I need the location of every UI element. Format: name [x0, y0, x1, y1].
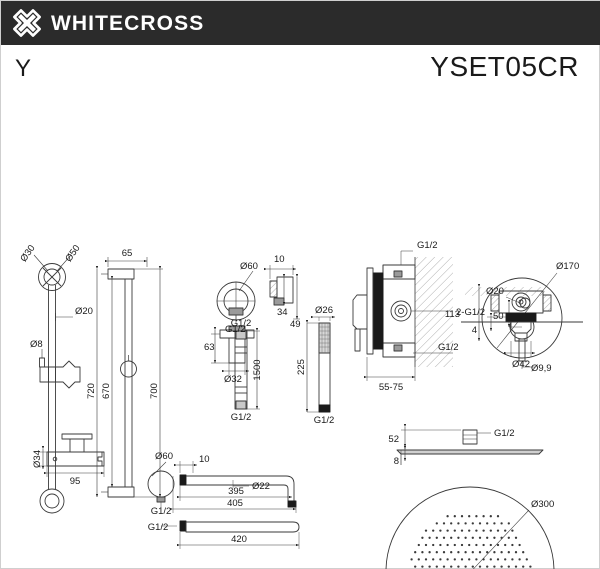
- dim-plate-d20: Ø20: [486, 286, 504, 297]
- dim-arm-g12-upper: G1/2: [151, 506, 172, 517]
- dim-arm-d22: Ø22: [252, 481, 270, 492]
- dim-hand-g12: G1/2: [314, 415, 335, 426]
- dim-elbow-g12: G1/2: [225, 324, 246, 335]
- dim-elbow-d32: Ø32: [224, 374, 242, 385]
- slide-rail-side-view: [95, 257, 163, 498]
- dim-hose-g12-top: G1/2: [231, 318, 252, 329]
- dim-rail-d30: Ø30: [18, 243, 37, 264]
- dim-elbow-49: 49: [290, 319, 301, 330]
- header-bar: WHITECROSS: [1, 1, 600, 45]
- dim-arm-10: 10: [199, 454, 210, 465]
- dim-arm-g12-lower: G1/2: [148, 522, 169, 533]
- series-label: Y: [15, 55, 32, 82]
- dim-body-113: 113: [445, 309, 460, 320]
- dim-plate-d99: Ø9,9: [531, 363, 552, 374]
- dim-head-d300: Ø300: [531, 499, 554, 510]
- dim-elbow-d60: Ø60: [240, 261, 258, 272]
- dim-arm-d60: Ø60: [155, 451, 173, 462]
- dim-plate-50: 50: [493, 311, 504, 322]
- rain-head-view: [385, 424, 555, 569]
- dim-rail-h720: 720: [86, 383, 97, 399]
- wall-bracket-view: [39, 433, 105, 477]
- dim-hose-g12-bottom: G1/2: [231, 412, 252, 423]
- dim-body-4: 4: [472, 325, 477, 336]
- brand-name: WHITECROSS: [51, 11, 205, 35]
- dim-rail-h670: 670: [101, 383, 112, 399]
- whitecross-x-logo-icon: [13, 9, 41, 37]
- wall-outlet-elbow-view: [211, 265, 300, 375]
- dim-arm-405: 405: [227, 498, 243, 509]
- dim-elbow-10: 10: [274, 254, 285, 265]
- dim-elbow-34: 34: [277, 307, 288, 318]
- product-code: YSET05CR: [430, 51, 579, 82]
- dim-head-8: 8: [394, 456, 399, 467]
- dim-body-d42: Ø42: [512, 359, 530, 370]
- dim-head-52: 52: [388, 434, 399, 445]
- dim-rail-d20: Ø20: [75, 306, 93, 317]
- dim-valve-5575: 55-75: [379, 382, 403, 393]
- dim-hand-225: 225: [296, 359, 307, 375]
- hand-shower-view: [305, 315, 335, 413]
- dim-valve-2g12: 2-G1/2: [456, 307, 485, 318]
- shower-hose-view: [234, 328, 260, 410]
- technical-drawing-area: Ø30 Ø50 Ø20 Ø8 65 720 670 700 Ø60 10 34 …: [1, 105, 600, 569]
- dim-hose-1500: 1500: [252, 359, 263, 380]
- dim-arm-420: 420: [231, 534, 247, 545]
- dim-valve-g12-top: G1/2: [417, 240, 438, 251]
- dim-head-g12: G1/2: [494, 428, 515, 439]
- dim-rail-width65: 65: [122, 248, 133, 259]
- dim-bracket-d34: Ø34: [32, 450, 43, 468]
- dim-arm-395: 395: [228, 486, 244, 497]
- dim-plate-d170: Ø170: [556, 261, 579, 272]
- slide-rail-front-view: [33, 254, 81, 514]
- dim-rail-d50: Ø50: [63, 243, 82, 264]
- concealed-valve-section-view: [352, 250, 453, 381]
- shower-arm-view: [147, 461, 300, 549]
- dim-bracket-95: 95: [70, 476, 81, 487]
- dim-hand-d26: Ø26: [315, 305, 333, 316]
- drawing-canvas: Ø30 Ø50 Ø20 Ø8 65 720 670 700 Ø60 10 34 …: [18, 240, 583, 569]
- valve-body-section-view: [461, 284, 583, 357]
- dim-rail-h700: 700: [149, 383, 160, 399]
- dim-valve-g12-bottom: G1/2: [438, 342, 459, 353]
- dim-rail-d8: Ø8: [30, 339, 43, 350]
- round-faceplate-view: [481, 272, 563, 369]
- dim-elbow-63: 63: [204, 342, 215, 353]
